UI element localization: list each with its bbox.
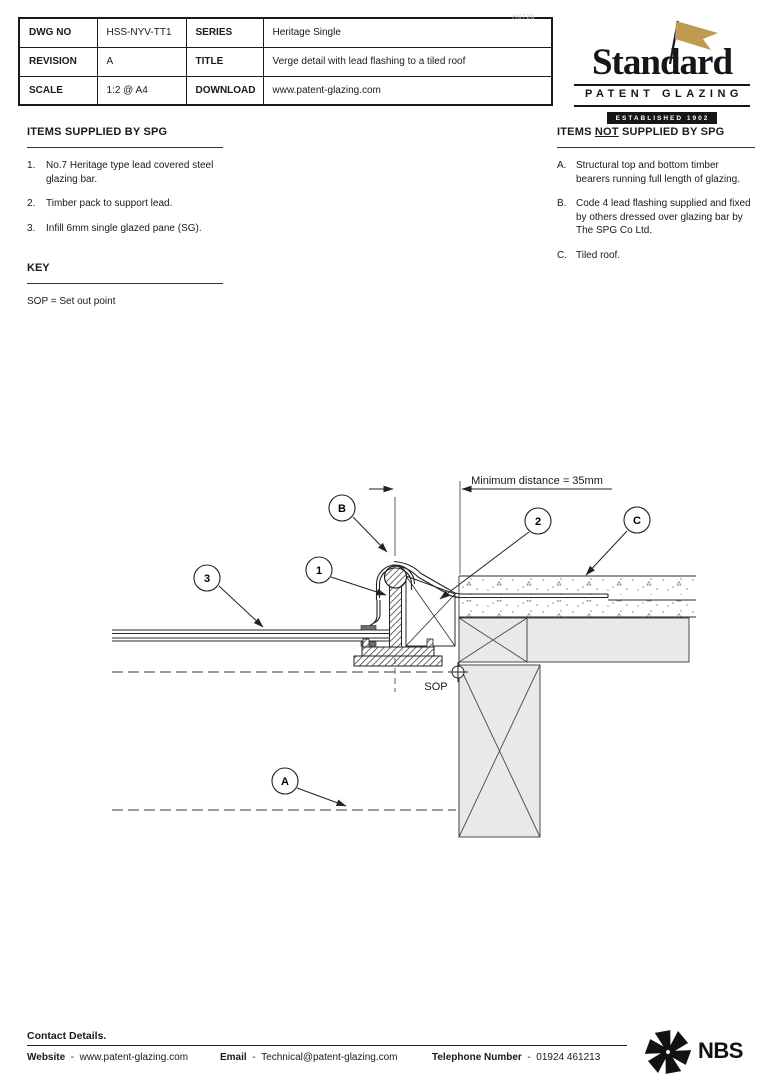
sop-marker: SOP xyxy=(424,662,468,693)
list-item: B. Code 4 lead flashing supplied and fix… xyxy=(557,197,755,238)
heading-part: SUPPLIED BY SPG xyxy=(618,126,725,138)
key-heading: KEY xyxy=(27,262,223,284)
telephone-contact: Telephone Number - 01924 461213 xyxy=(432,1052,600,1063)
tiled-roof xyxy=(459,575,696,618)
items-supplied-section: ITEMS SUPPLIED BY SPG 1. No.7 Heritage t… xyxy=(27,126,223,235)
callout-bubbles: B 2 C 1 3 A xyxy=(193,494,651,795)
items-supplied-heading: ITEMS SUPPLIED BY SPG xyxy=(27,126,223,148)
callout-b: B xyxy=(328,494,356,522)
callout-1-label: 1 xyxy=(316,565,322,577)
sop-label: SOP xyxy=(424,681,447,693)
item-text: Code 4 lead flashing supplied and fixed … xyxy=(576,198,751,236)
timber-bearer-vertical xyxy=(458,664,541,838)
logo-established-badge: ESTABLISHED 1902 xyxy=(606,112,718,124)
telephone-label: Telephone Number xyxy=(432,1052,522,1063)
nbs-logo-text: NBS xyxy=(698,1038,743,1063)
series-value: Heritage Single xyxy=(262,17,553,48)
contact-divider xyxy=(27,1045,627,1046)
logo-subtitle: PATENT GLAZING xyxy=(585,88,743,100)
key-section: KEY SOP = Set out point xyxy=(27,262,223,307)
callout-1: 1 xyxy=(305,556,333,584)
watermark-code: H0720 xyxy=(512,14,536,21)
dwg-no-value: HSS-NYV-TT1 xyxy=(96,17,187,48)
title-value: Verge detail with lead flashing to a til… xyxy=(262,46,553,77)
title-label: TITLE xyxy=(185,46,264,77)
callout-a: A xyxy=(271,767,299,795)
heading-part: ITEMS xyxy=(557,126,595,138)
timber-pack xyxy=(405,575,456,647)
callout-3-label: 3 xyxy=(204,573,210,585)
revision-label: REVISION xyxy=(18,46,98,77)
flag-icon xyxy=(668,20,718,64)
item-letter: B. xyxy=(557,198,567,209)
series-label: SERIES xyxy=(185,17,264,48)
revision-value: A xyxy=(96,46,187,77)
dwg-no-label: DWG NO xyxy=(18,17,98,48)
verge-detail-drawing: Minimum distance = 35mm SOP B 2 C xyxy=(112,475,696,838)
table-row: REVISION A TITLE Verge detail with lead … xyxy=(18,46,553,77)
callout-c: C xyxy=(623,506,651,534)
table-row: SCALE 1:2 @ A4 DOWNLOAD www.patent-glazi… xyxy=(18,75,553,106)
item-number: 2. xyxy=(27,198,36,209)
email-label: Email xyxy=(220,1052,247,1063)
item-number: 1. xyxy=(27,160,36,171)
list-item: A. Structural top and bottom timber bear… xyxy=(557,159,755,186)
separator: - xyxy=(70,1052,75,1063)
email-value: Technical@patent-glazing.com xyxy=(261,1052,398,1063)
item-text: Infill 6mm single glazed pane (SG). xyxy=(46,222,202,234)
callout-b-label: B xyxy=(338,503,346,515)
item-letter: C. xyxy=(557,249,567,261)
callout-a-label: A xyxy=(281,776,289,788)
scale-value: 1:2 @ A4 xyxy=(96,75,187,106)
scale-label: SCALE xyxy=(18,75,98,106)
callout-3: 3 xyxy=(193,564,221,592)
logo-rule-bottom xyxy=(574,105,750,107)
key-text: SOP = Set out point xyxy=(27,296,116,307)
telephone-value: 01924 461213 xyxy=(536,1052,601,1063)
website-label: Website xyxy=(27,1052,66,1063)
items-not-supplied-heading: ITEMS NOT SUPPLIED BY SPG xyxy=(557,126,755,148)
glass-pane xyxy=(112,625,402,647)
item-number: 3. xyxy=(27,222,36,234)
website-value: www.patent-glazing.com xyxy=(79,1052,189,1063)
logo-name: Standard xyxy=(591,42,733,83)
item-text: Tiled roof. xyxy=(576,249,621,261)
list-item: 2. Timber pack to support lead. xyxy=(27,197,223,211)
list-item: C. Tiled roof. xyxy=(557,249,755,263)
item-text: Structural top and bottom timber bearers… xyxy=(576,160,740,185)
separator: - xyxy=(527,1052,531,1063)
callout-leaders xyxy=(218,516,628,807)
dimension-min-distance: Minimum distance = 35mm xyxy=(369,475,612,574)
item-text: Timber pack to support lead. xyxy=(46,198,173,209)
website-contact: Website - www.patent-glazing.com xyxy=(27,1052,188,1063)
list-item: 1. No.7 Heritage type lead covered steel… xyxy=(27,159,223,186)
glazing-bar xyxy=(353,565,443,667)
timber-bearer-top xyxy=(458,617,690,663)
email-contact: Email - Technical@patent-glazing.com xyxy=(220,1052,398,1063)
heading-not-underlined: NOT xyxy=(594,126,619,138)
items-not-supplied-section: ITEMS NOT SUPPLIED BY SPG A. Structural … xyxy=(557,126,755,262)
callout-2-label: 2 xyxy=(535,516,541,528)
dimension-label: Minimum distance = 35mm xyxy=(471,475,603,487)
download-value: www.patent-glazing.com xyxy=(262,75,553,106)
nbs-icon xyxy=(644,1030,692,1074)
list-item: 3. Infill 6mm single glazed pane (SG). xyxy=(27,222,223,236)
callout-2: 2 xyxy=(524,507,552,535)
centerlines xyxy=(112,497,460,837)
contact-details-heading: Contact Details. xyxy=(27,1030,107,1042)
separator: - xyxy=(252,1052,256,1063)
item-letter: A. xyxy=(557,160,567,171)
company-logo: Standard PATENT GLAZING ESTABLISHED 1902 xyxy=(572,16,752,125)
title-block-table: DWG NO HSS-NYV-TT1 SERIES Heritage Singl… xyxy=(18,17,553,106)
download-label: DOWNLOAD xyxy=(185,75,264,106)
logo-rule-top xyxy=(574,84,750,86)
table-row: DWG NO HSS-NYV-TT1 SERIES Heritage Singl… xyxy=(18,17,553,48)
callout-c-label: C xyxy=(633,515,641,527)
item-text: No.7 Heritage type lead covered steel gl… xyxy=(46,160,214,185)
